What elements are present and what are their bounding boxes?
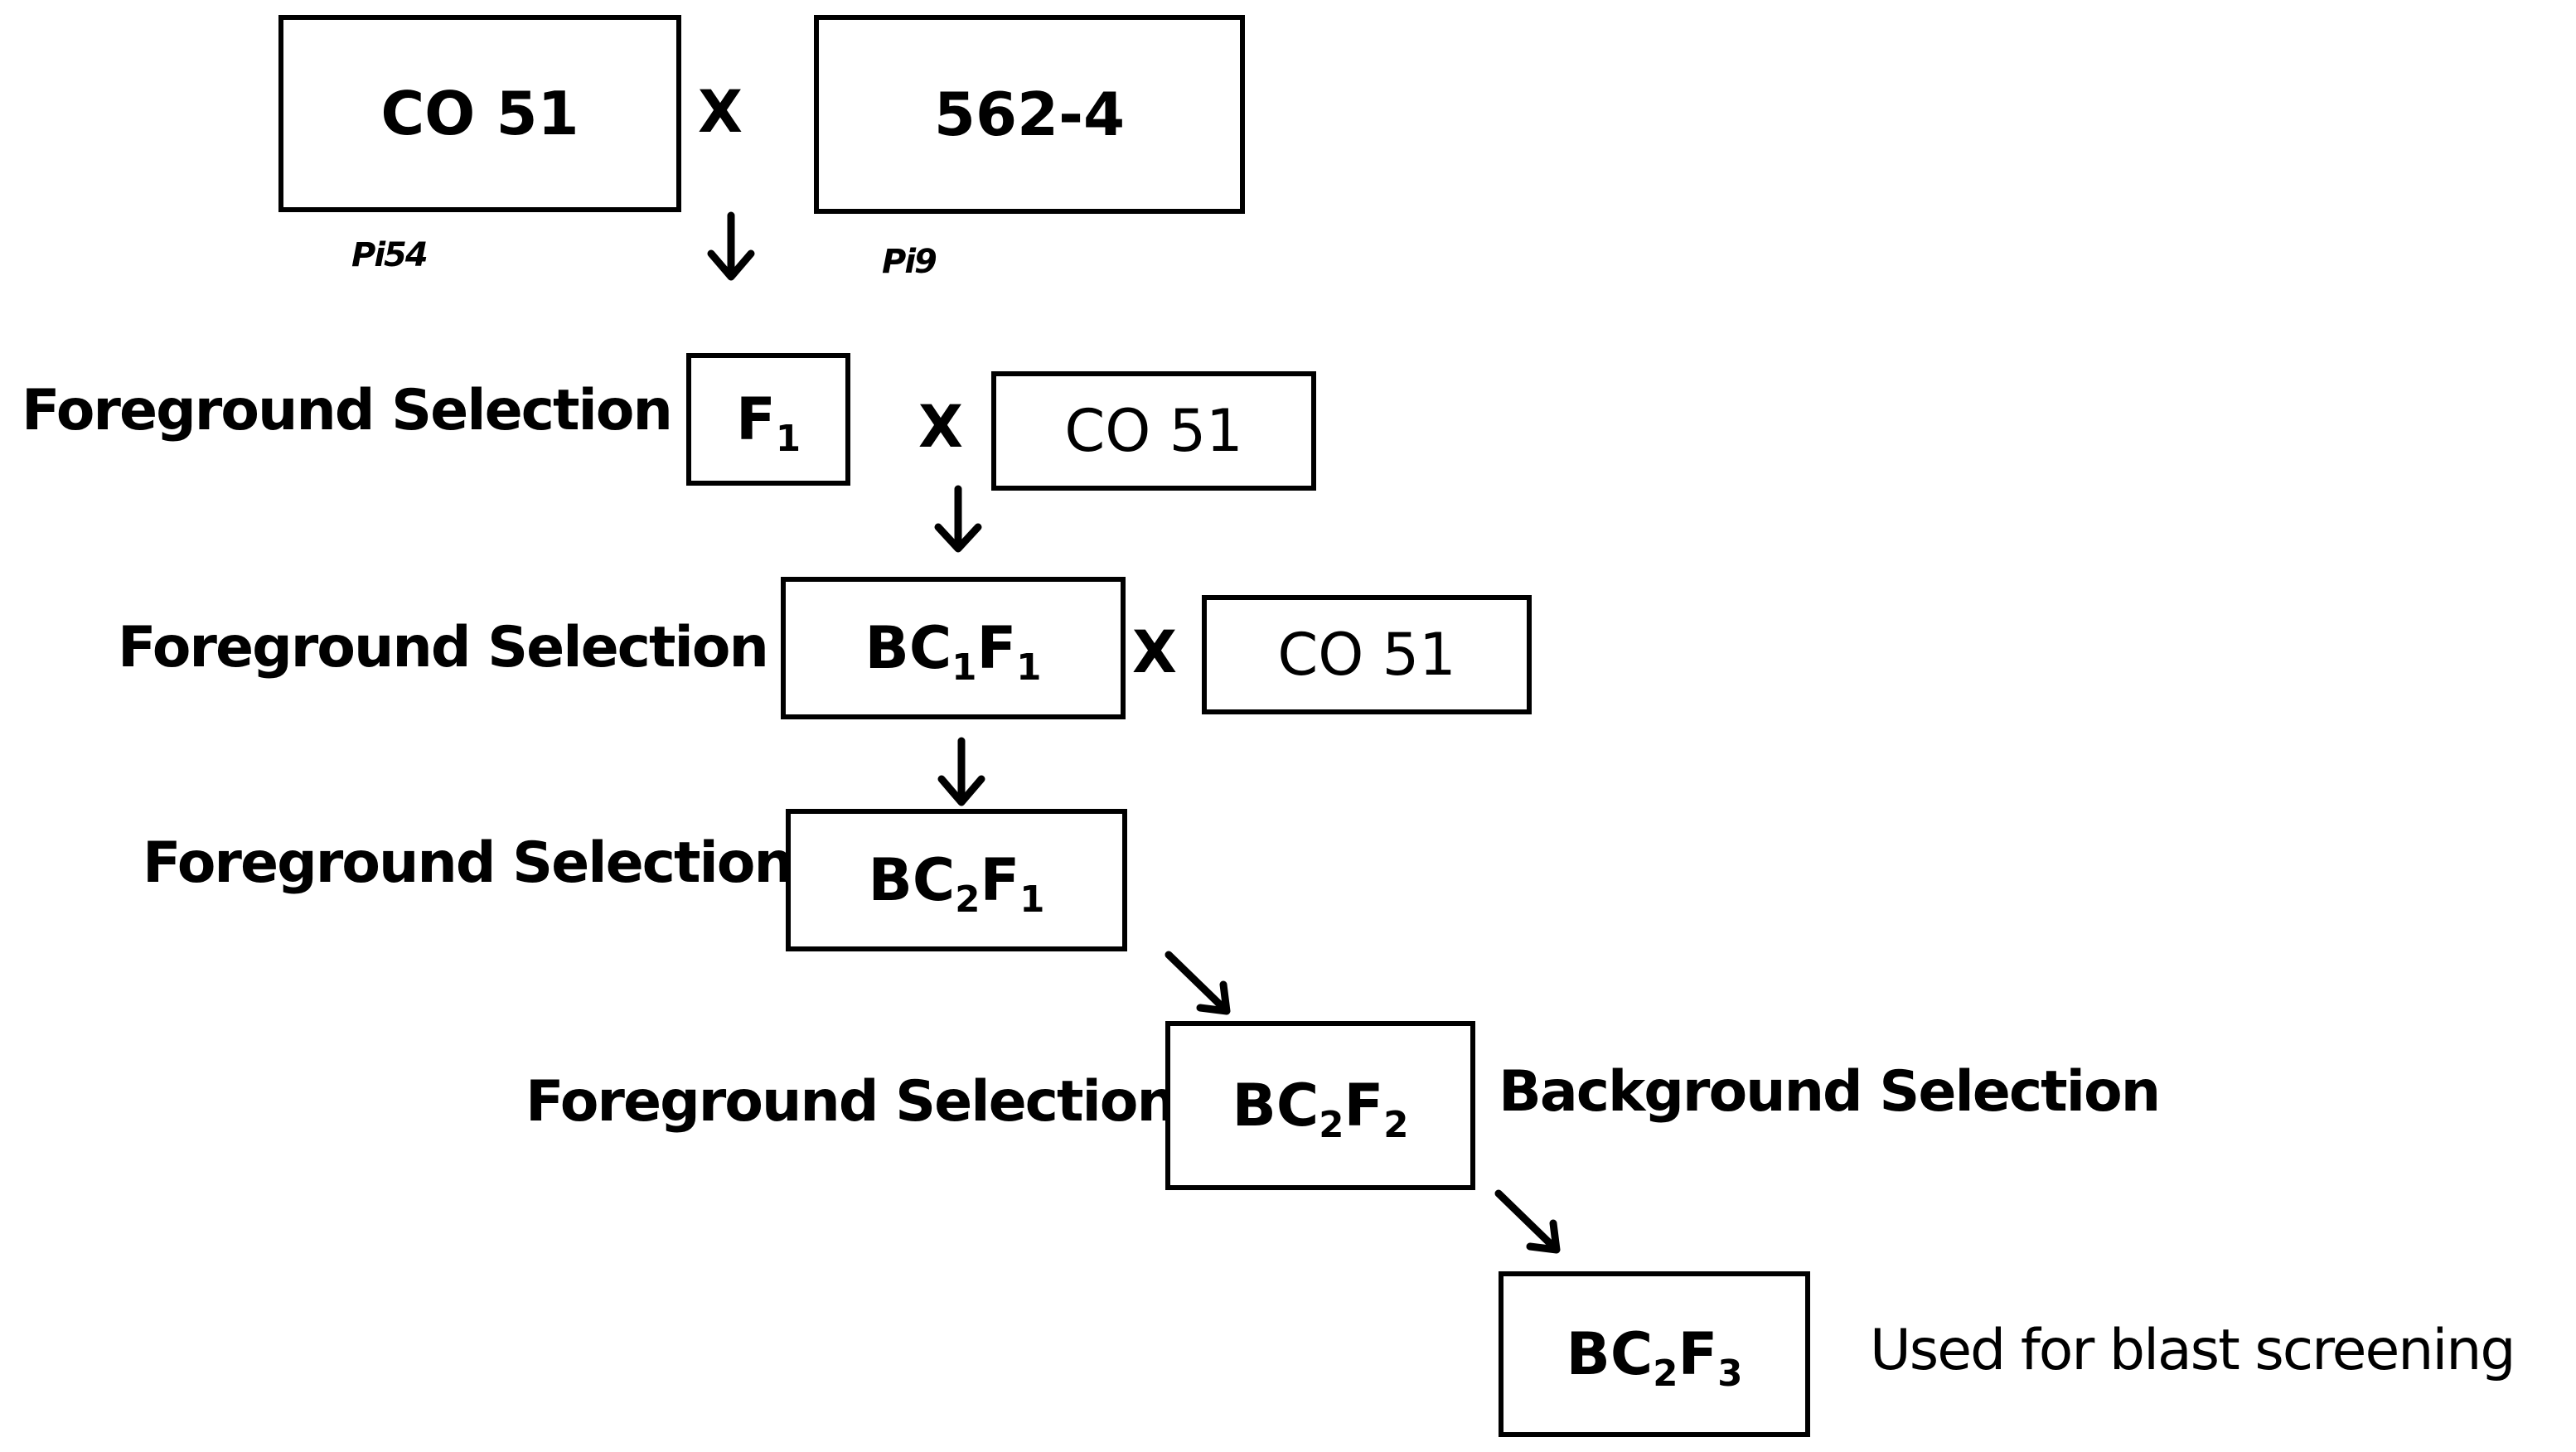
foreground-selection-label: Foreground Selection [525,1069,1177,1135]
recurrent-parent-label: CO 51 [1277,621,1456,689]
parent-box-562-4: 562-4 [814,15,1245,214]
diagonal-arrow-icon [1494,1189,1561,1254]
parent-box-co51: CO 51 [278,15,681,212]
foreground-selection-label: Foreground Selection [118,615,769,680]
down-arrow-icon [937,737,985,806]
cross-symbol: X [918,393,963,461]
down-arrow-icon [934,485,982,553]
generation-box-bc1f1: BC1F1 [781,577,1126,719]
blast-screening-label: Used for blast screening [1870,1318,2516,1383]
generation-label-bc1f1: BC1F1 [864,614,1042,689]
recurrent-parent-box: CO 51 [1202,595,1532,714]
generation-label-bc2f1: BC2F1 [868,846,1045,921]
gene-label-pi9: Pi9 [882,243,937,281]
generation-box-bc2f1: BC2F1 [786,809,1127,951]
generation-label-bc2f2: BC2F2 [1232,1072,1409,1146]
parent-label-co51: CO 51 [380,79,579,148]
generation-label-f1: F1 [735,385,801,460]
background-selection-label: Background Selection [1499,1059,2161,1125]
recurrent-parent-label: CO 51 [1064,397,1243,465]
parent-label-562-4: 562-4 [933,80,1126,149]
diagonal-arrow-icon [1165,951,1231,1015]
generation-box-bc2f2: BC2F2 [1165,1021,1475,1190]
cross-symbol: X [1132,618,1177,686]
down-arrow-icon [707,211,755,281]
recurrent-parent-box: CO 51 [991,371,1316,491]
cross-symbol: X [698,78,743,146]
foreground-selection-label: Foreground Selection [143,830,794,896]
gene-label-pi54: Pi54 [351,236,429,274]
foreground-selection-label: Foreground Selection [22,378,673,443]
generation-box-f1: F1 [686,353,850,486]
generation-label-bc2f3: BC2F3 [1566,1320,1743,1395]
generation-box-bc2f3: BC2F3 [1499,1271,1810,1437]
